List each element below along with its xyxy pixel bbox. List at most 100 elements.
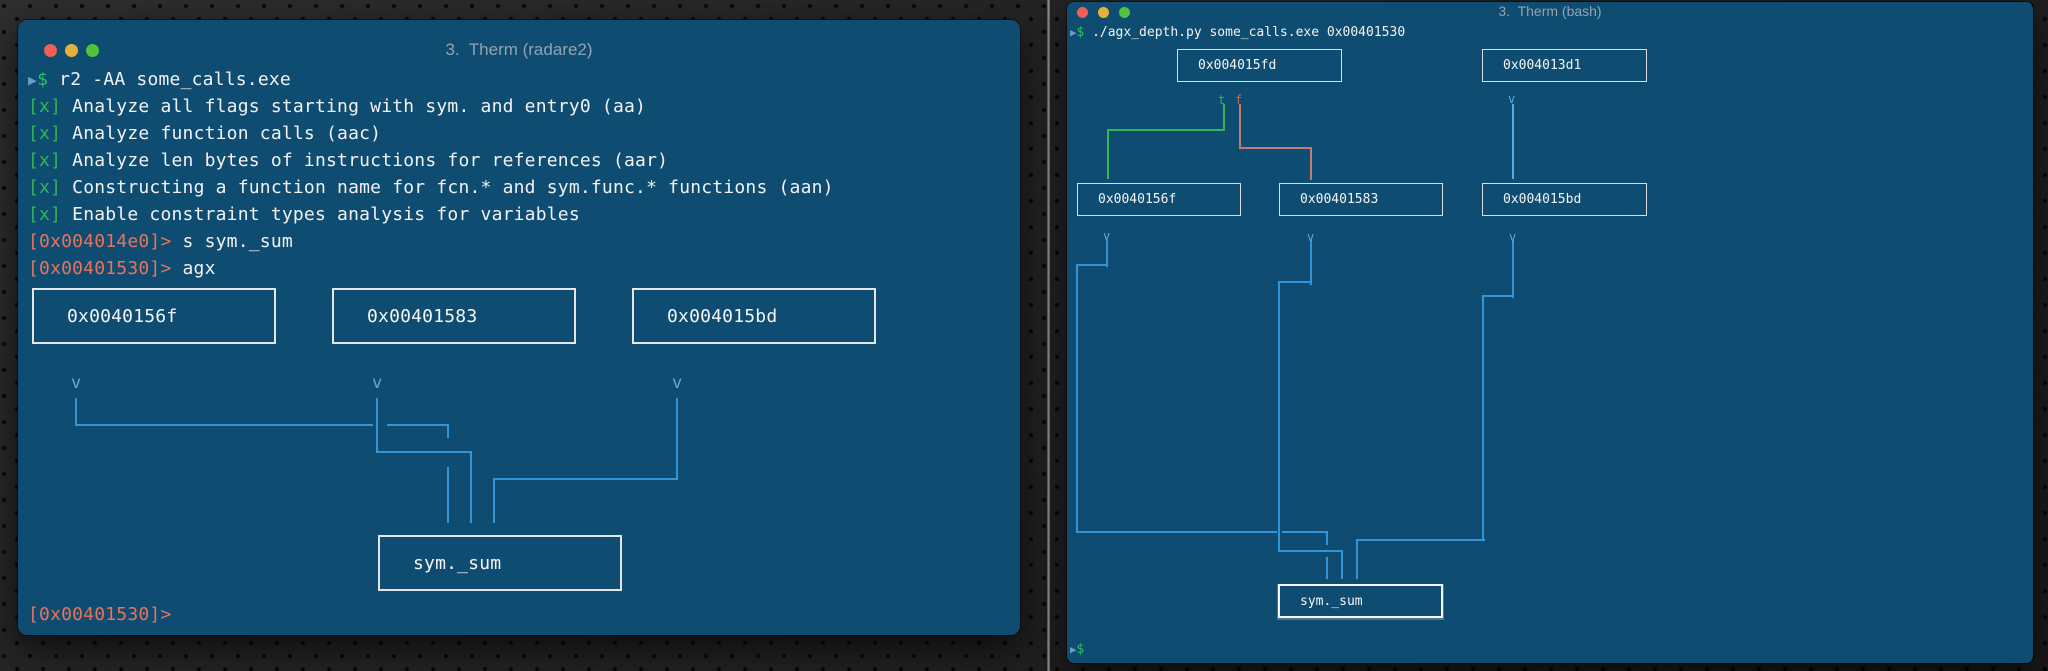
terminal-line: [0x00401530]> agx (18, 255, 1030, 282)
close-button[interactable] (1077, 7, 1088, 18)
graph-edge-segment (387, 424, 448, 426)
graph-edge-segment (1356, 539, 1485, 541)
arrow-glyph: v (1103, 229, 1111, 243)
terminal-text-span: Analyze function calls (aac) (61, 123, 382, 144)
graph-edge-segment (75, 424, 373, 426)
terminal-text-span: [0x00401530]> (28, 604, 172, 625)
terminal-window-radare2: 3. Therm (radare2) ▶$ r2 -AA some_calls.… (18, 20, 1020, 635)
graph-edge-segment (1282, 531, 1328, 533)
graph-edge-segment (1278, 550, 1343, 552)
graph-edge-segment (1076, 264, 1108, 266)
arrow-glyph: v (1509, 230, 1517, 244)
terminal-text-span: Analyze all flags starting with sym. and… (61, 96, 647, 117)
graph-edge-segment (1326, 557, 1328, 579)
terminal-line: [x] Enable constraint types analysis for… (18, 201, 1030, 228)
graph-edge-segment (1107, 129, 1225, 131)
graph-edge-segment (676, 398, 678, 480)
graph-edge-segment (1107, 129, 1109, 179)
graph-edge-segment (1482, 295, 1484, 541)
graph-edge-segment (447, 467, 449, 523)
terminal-window-bash: 3. Therm (bash) ▶$ ./agx_depth.py some_c… (1067, 2, 2033, 663)
terminal-line: [x] Analyze all flags starting with sym.… (18, 93, 1030, 120)
graph-node-box: 0x004015bd (632, 288, 876, 344)
graph-edge-segment (1278, 281, 1312, 283)
traffic-lights (1077, 7, 1130, 18)
graph-edge-segment (1482, 295, 1514, 297)
arrow-glyph: v (372, 373, 383, 393)
arrow-glyph: t (1218, 93, 1226, 107)
graph-edge-segment (493, 478, 495, 523)
terminal-text-span: r2 -AA some_calls.exe (48, 69, 291, 90)
arrow-glyph: v (1508, 92, 1516, 106)
zoom-button[interactable] (1119, 7, 1130, 18)
graph-edge-segment (376, 451, 472, 453)
terminal-text-span: [x] (28, 150, 62, 171)
graph-target-box: sym._sum (378, 535, 622, 591)
terminal-text-span: ./agx_depth.py some_calls.exe 0x00401530 (1084, 25, 1406, 40)
graph-edge-segment (1278, 281, 1280, 552)
graph-node-box: 0x00401583 (332, 288, 576, 344)
terminal-line: ▶$ r2 -AA some_calls.exe (18, 66, 1030, 94)
arrow-glyph: f (1235, 93, 1243, 107)
terminal-text-span: [x] (28, 123, 62, 144)
terminal-text-span: [x] (28, 204, 62, 225)
terminal-line: [0x00401530]> (18, 601, 1030, 628)
graph-edge-segment (1310, 240, 1312, 285)
arrow-glyph: v (672, 373, 683, 393)
graph-edge-segment (1239, 104, 1241, 149)
graph-edge-segment (1310, 147, 1312, 180)
graph-edge-segment (447, 424, 449, 438)
graph-edge-segment (75, 398, 77, 426)
graph-edge-segment (1326, 531, 1328, 545)
prompt-arrow-icon: ▶ (1070, 26, 1077, 39)
window-title: 3. Therm (radare2) (445, 40, 593, 59)
prompt-arrow-icon: ▶ (28, 72, 38, 89)
traffic-lights (44, 44, 99, 57)
graph-edge-segment (1076, 531, 1277, 533)
terminal-text-span: $ (1076, 25, 1085, 40)
terminal-text-span: agx (171, 258, 216, 279)
terminal-line: ▶$ ./agx_depth.py some_calls.exe 0x00401… (1067, 24, 2036, 42)
graph-edge-segment (1223, 104, 1225, 131)
graph-node-box: 0x004013d1 (1482, 49, 1647, 82)
terminal-text-span: [0x00401530]> (28, 258, 172, 279)
graph-edge-segment (1512, 240, 1514, 298)
graph-edge-segment (1239, 147, 1312, 149)
minimize-button[interactable] (1098, 7, 1109, 18)
graph-edge-segment (1076, 264, 1078, 533)
terminal-text-span: Enable constraint types analysis for var… (61, 204, 580, 225)
arrow-glyph: v (71, 373, 82, 393)
terminal-text-span: [0x004014e0]> (28, 231, 172, 252)
zoom-button[interactable] (86, 44, 99, 57)
graph-edge-segment (470, 451, 472, 523)
terminal-text-span: [x] (28, 177, 62, 198)
terminal-text-span: s sym._sum (171, 231, 293, 252)
graph-edge-segment (1106, 240, 1108, 267)
terminal-text-span: Constructing a function name for fcn.* a… (61, 177, 834, 198)
graph-node-box: 0x00401583 (1279, 183, 1443, 216)
terminal-line: [x] Constructing a function name for fcn… (18, 174, 1030, 201)
window-title: 3. Therm (bash) (1498, 3, 1602, 19)
terminal-text-span: $ (37, 69, 49, 90)
close-button[interactable] (44, 44, 57, 57)
terminal-text-span: Analyze len bytes of instructions for re… (61, 150, 669, 171)
graph-node-box: 0x0040156f (1077, 183, 1241, 216)
graph-edge-segment (1512, 104, 1514, 179)
graph-edge-segment (376, 398, 378, 453)
terminal-line: ▶$ (1067, 641, 2036, 659)
terminal-line: [x] Analyze len bytes of instructions fo… (18, 147, 1030, 174)
graph-edge-segment (493, 478, 678, 480)
graph-edge-segment (1341, 550, 1343, 579)
graph-node-box: 0x004015bd (1482, 183, 1647, 216)
graph-target-box: sym._sum (1278, 584, 1443, 618)
terminal-text-span: $ (1076, 642, 1085, 657)
graph-node-box: 0x004015fd (1177, 49, 1342, 82)
terminal-text-span: [x] (28, 96, 62, 117)
terminal-line: [x] Analyze function calls (aac) (18, 120, 1030, 147)
minimize-button[interactable] (65, 44, 78, 57)
monitor-divider (1047, 0, 1050, 671)
arrow-glyph: v (1307, 230, 1315, 244)
graph-edge-segment (1356, 539, 1358, 579)
prompt-arrow-icon: ▶ (1070, 643, 1077, 656)
